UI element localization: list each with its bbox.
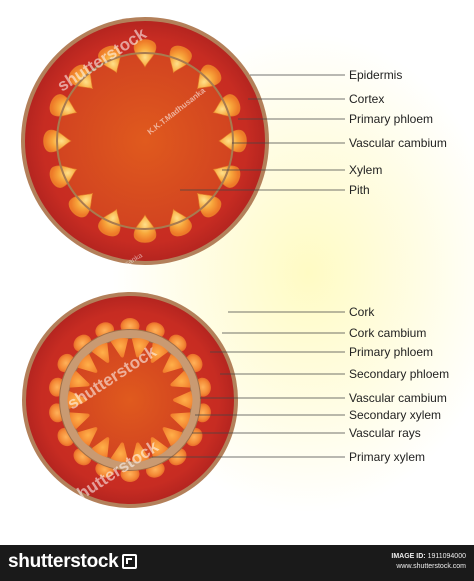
bundle-shape — [68, 192, 94, 218]
label-primary-phloem: Primary phloem — [349, 112, 433, 126]
wedge-shape — [110, 338, 129, 358]
image-id-label: IMAGE ID: — [391, 553, 426, 560]
vascular-cambium-ring — [56, 52, 234, 230]
xylem-wedge — [91, 342, 110, 363]
bundle-shape — [169, 208, 192, 237]
wedge-shape — [67, 391, 87, 409]
image-id-value: 1911094000 — [427, 553, 466, 560]
wedge-shape — [150, 437, 169, 458]
label-vascular-cambium: Vascular cambium — [349, 391, 447, 405]
label-secondary-phloem: Secondary phloem — [349, 367, 449, 381]
wedge-shape — [170, 412, 191, 430]
xylem-wedge — [91, 437, 110, 458]
wedge-shape — [77, 353, 98, 373]
wedge-shape — [110, 442, 129, 462]
bundle-shape — [196, 192, 222, 218]
wedge-shape — [150, 342, 169, 363]
footer-brand: shutterstock — [8, 551, 138, 573]
shutterstock-logo-icon — [122, 554, 138, 569]
bundle-shape — [212, 94, 241, 117]
label-primary-phloem: Primary phloem — [349, 345, 433, 359]
footer-brand-text: shutterstock — [8, 551, 119, 572]
bundle-shape — [212, 165, 241, 188]
xylem-wedge — [162, 427, 183, 447]
xylem-wedge — [170, 412, 191, 430]
xylem-wedge — [173, 391, 193, 409]
label-pith: Pith — [349, 183, 370, 197]
site-url: www.shutterstock.com — [396, 563, 466, 570]
vascular-bundle — [49, 165, 78, 188]
xylem-wedge — [77, 353, 98, 373]
xylem-wedge — [170, 370, 191, 388]
label-epidermis: Epidermis — [349, 68, 402, 82]
bark-ring — [59, 329, 201, 471]
label-cortex: Cortex — [349, 92, 384, 106]
vascular-bundle — [196, 64, 222, 90]
bundle-shape — [98, 45, 121, 74]
wedge-shape — [131, 338, 150, 358]
label-cork-cambium: Cork cambium — [349, 326, 426, 340]
top-labels — [180, 74, 345, 191]
xylem-wedge — [110, 338, 129, 358]
bundle-shape — [169, 45, 192, 74]
vascular-bundle — [68, 192, 94, 218]
vascular-bundle — [169, 45, 192, 74]
bundle-shape — [196, 64, 222, 90]
bottom-labels — [152, 311, 345, 458]
wedge-shape — [162, 353, 183, 373]
xylem-wedge — [150, 437, 169, 458]
bundle-shape — [98, 208, 121, 237]
wedge-shape — [91, 437, 110, 458]
xylem-wedge — [131, 442, 150, 462]
label-cork: Cork — [349, 305, 375, 319]
pith-region — [69, 339, 191, 461]
label-xylem: Xylem — [349, 163, 382, 177]
wedge-shape — [162, 427, 183, 447]
label-vascular-cambium: Vascular cambium — [349, 136, 447, 150]
xylem-wedge — [67, 391, 87, 409]
stock-footer-bar: shutterstock IMAGE ID: 1911094000 www.sh… — [0, 545, 474, 581]
label-secondary-xylem: Secondary xylem — [349, 408, 441, 422]
label-vascular-rays: Vascular rays — [349, 426, 421, 440]
bundle-shape — [49, 165, 78, 188]
top-label-texts: Epidermis Cortex Primary phloem Vascular… — [349, 68, 447, 197]
bundle-shape — [68, 64, 94, 90]
bark-ring-outline — [59, 329, 201, 471]
xylem-wedge — [77, 427, 98, 447]
wedge-shape — [91, 342, 110, 363]
wedge-shape — [69, 370, 90, 388]
xylem-wedge — [131, 338, 150, 358]
bottom-label-texts: Cork Cork cambium Primary phloem Seconda… — [349, 305, 449, 464]
stem-cross-section-diagram: shutterstock K.K.T.Madhusanka shuttersto… — [21, 17, 449, 508]
vascular-bundle — [196, 192, 222, 218]
vascular-bundle — [212, 94, 241, 117]
vascular-bundle — [212, 165, 241, 188]
xylem-wedge — [69, 412, 90, 430]
bundle-shape — [49, 94, 78, 117]
mature-stem-section — [22, 292, 238, 508]
vascular-bundle — [49, 94, 78, 117]
wedge-shape — [77, 427, 98, 447]
xylem-wedge — [150, 342, 169, 363]
xylem-wedge — [162, 353, 183, 373]
label-primary-xylem: Primary xylem — [349, 450, 425, 464]
secondary-xylem-wedges — [67, 338, 193, 462]
footer-meta: IMAGE ID: 1911094000 www.shutterstock.co… — [391, 552, 466, 572]
vascular-bundle — [98, 45, 121, 74]
vascular-bundle — [169, 208, 192, 237]
wedge-shape — [173, 391, 193, 409]
pith-region — [57, 53, 233, 229]
wedge-shape — [170, 370, 191, 388]
vascular-bundle — [68, 64, 94, 90]
young-stem-section — [21, 17, 269, 265]
wedge-shape — [131, 442, 150, 462]
wedge-shape — [69, 412, 90, 430]
vascular-bundle — [98, 208, 121, 237]
xylem-wedge — [69, 370, 90, 388]
xylem-wedge — [110, 442, 129, 462]
